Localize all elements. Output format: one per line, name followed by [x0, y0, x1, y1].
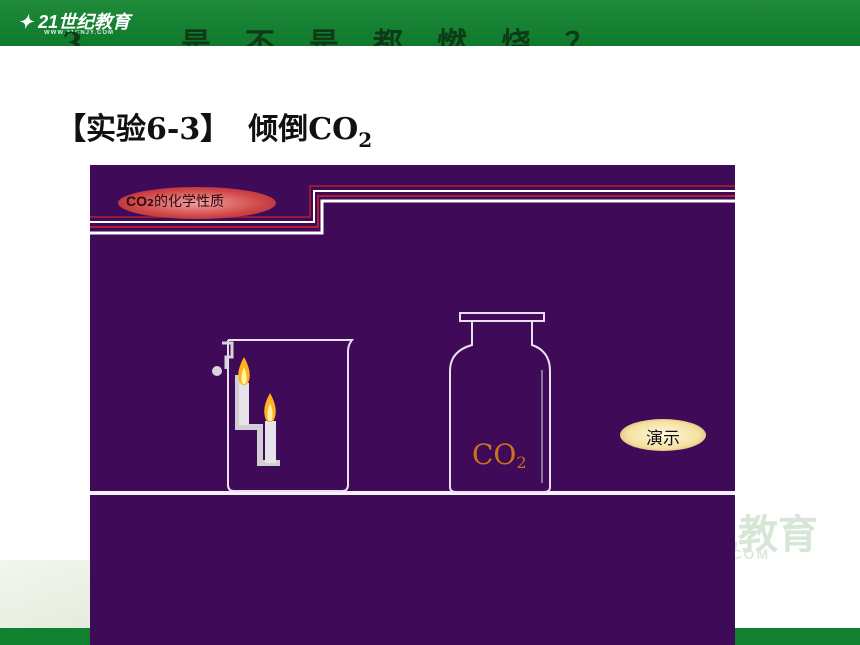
flash-animation-stage[interactable]: CO2的化学性质 CO2 演示	[90, 165, 735, 645]
demo-button[interactable]: 演示	[620, 419, 706, 451]
logo-text: 21世纪教育	[38, 12, 131, 32]
title-badge-oval	[118, 187, 276, 219]
heading-subscript: 2	[358, 128, 373, 152]
badge-suffix: 的化学性质	[153, 194, 224, 210]
experiment-label: 【实验6-3】	[56, 112, 231, 147]
header-bar: ✦ 21世纪教育 WWW.21CNJY.COM 3．是不是都燃烧？	[0, 0, 860, 46]
experiment-scene	[90, 185, 735, 495]
demo-button-label: 演示	[646, 429, 680, 449]
gas-jar-formula: CO	[472, 438, 517, 471]
tall-candle	[238, 357, 250, 425]
short-candle	[264, 393, 276, 463]
badge-formula: CO	[126, 193, 147, 209]
partially-hidden-title: 3．是不是都燃烧？	[62, 27, 629, 46]
gas-jar-formula-subscript: 2	[516, 453, 527, 472]
title-badge-text: CO2的化学性质	[126, 191, 224, 211]
gas-jar	[449, 312, 551, 493]
decor-corner	[0, 560, 90, 630]
heading-main: 倾倒CO	[248, 112, 359, 147]
site-logo: ✦ 21世纪教育 WWW.21CNJY.COM	[18, 8, 131, 36]
beaker	[227, 339, 355, 492]
badge-formula-subscript: 2	[147, 198, 154, 209]
logo-subtext: WWW.21CNJY.COM	[44, 30, 115, 36]
gas-jar-label: CO2	[472, 438, 527, 472]
slide-heading: 【实验6-3】倾倒CO2	[56, 104, 372, 152]
logo-runner-icon: ✦	[18, 12, 34, 32]
